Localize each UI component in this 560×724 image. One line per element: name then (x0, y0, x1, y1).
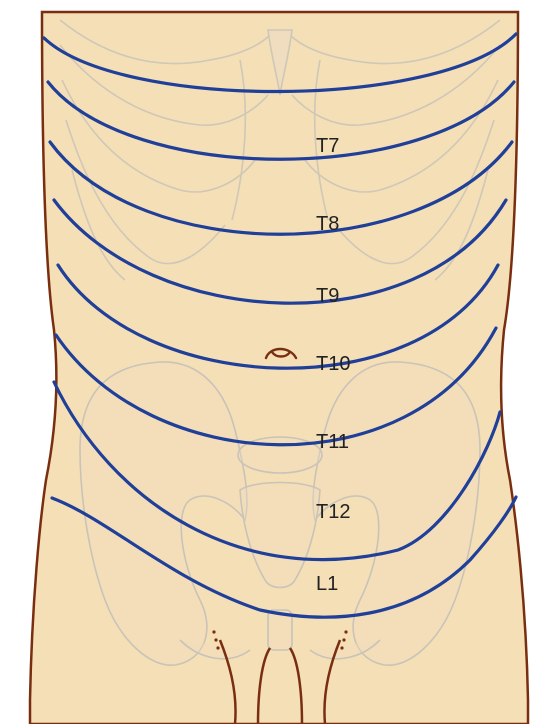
dermatome-label-t9: T9 (316, 285, 339, 307)
ribcage (59, 19, 501, 281)
dermatome-lines (42, 32, 518, 619)
dermatome-label-t10: T10 (316, 353, 350, 375)
boundary-line-1 (42, 32, 518, 94)
pelvis (79, 361, 481, 666)
boundary-line-6 (54, 326, 498, 447)
groin-dots (212, 630, 348, 650)
dermatome-label-t7: T7 (316, 135, 339, 157)
boundary-line-8 (50, 495, 518, 619)
boundary-line-5 (56, 263, 500, 370)
dermatome-label-t11: T11 (316, 431, 349, 453)
dermatome-label-t12: T12 (316, 501, 350, 523)
dermatome-label-t8: T8 (316, 213, 339, 235)
boundary-line-7 (52, 380, 502, 562)
boundary-line-3 (48, 140, 514, 236)
umbilicus-icon (264, 347, 298, 360)
boundary-line-2 (46, 80, 516, 161)
boundary-line-4 (52, 198, 508, 305)
groin-lines (218, 639, 342, 724)
dermatome-label-l1: L1 (316, 573, 338, 595)
